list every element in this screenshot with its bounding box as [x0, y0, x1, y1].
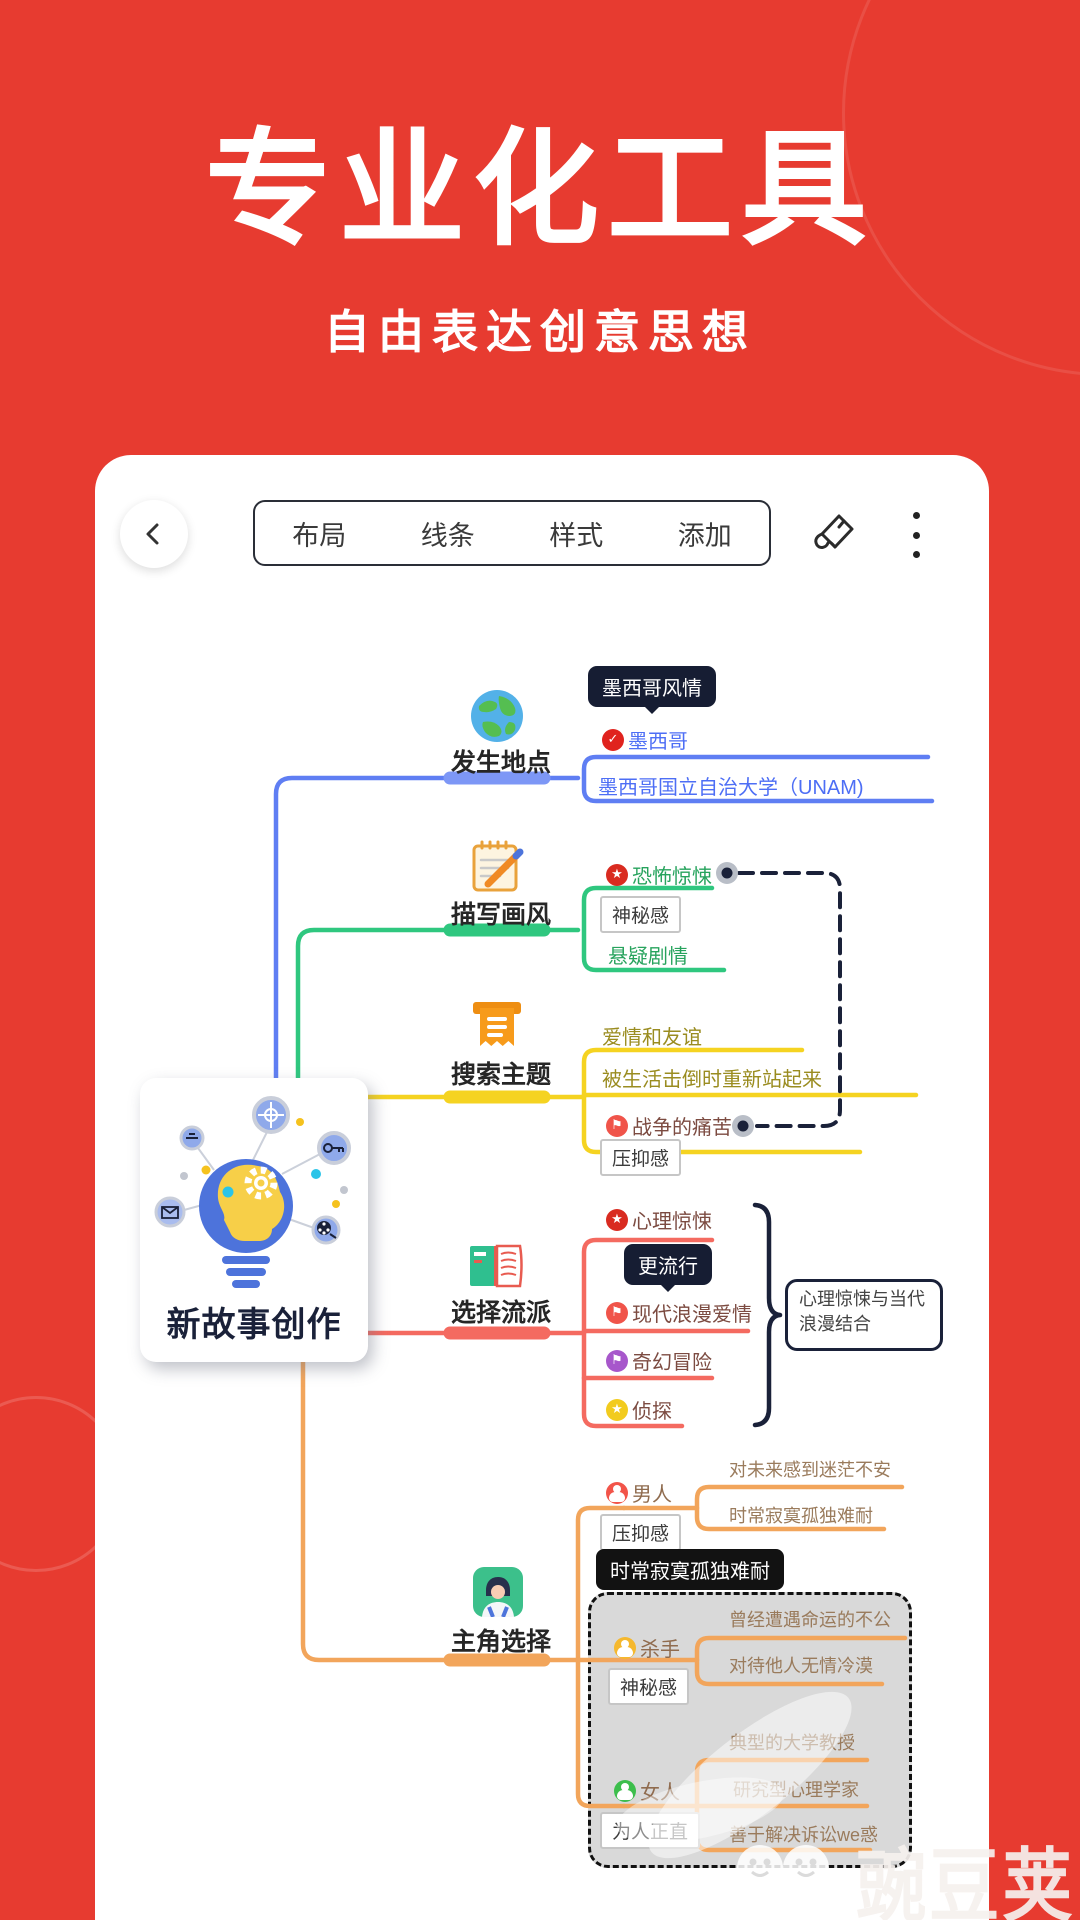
star-circle-icon: ★	[606, 1208, 628, 1231]
node-country[interactable]: ✓ 墨西哥	[602, 725, 688, 754]
hero-subtitle: 自由表达创意思想	[324, 306, 756, 358]
node-depression-box[interactable]: 压抑感	[600, 1139, 682, 1176]
branch-label-style[interactable]: 描写画风	[451, 901, 552, 929]
root-topic-label: 新故事创作	[166, 1306, 342, 1344]
node-fantasy-adventure[interactable]: ⚑ 奇幻冒险	[606, 1346, 712, 1375]
avatar-icon	[473, 1567, 523, 1622]
branch-label-theme[interactable]: 搜索主题	[451, 1061, 552, 1089]
node-man[interactable]: 男人	[606, 1478, 672, 1507]
flag-circle-icon: ⚑	[606, 1301, 628, 1324]
killer-trait-1[interactable]: 曾经遭遇命运的不公	[729, 1610, 891, 1630]
editor-tabbar: 布局 线条 样式 添加	[253, 500, 771, 566]
receipt-icon	[471, 998, 523, 1059]
man-depression-box[interactable]: 压抑感	[600, 1514, 682, 1551]
node-suspense-plot[interactable]: 悬疑剧情	[608, 946, 688, 968]
hero-title: 专业化工具	[205, 119, 875, 260]
node-psycho-thriller[interactable]: ★ 心理惊悚	[606, 1205, 712, 1234]
person-circle-icon	[614, 1779, 636, 1802]
node-modern-romance[interactable]: ⚑ 现代浪漫爱情	[606, 1298, 752, 1327]
star-circle-icon: ★	[606, 863, 628, 886]
flag-circle-icon: ⚑	[606, 1349, 628, 1372]
node-horror-label: 恐怖惊悚	[632, 866, 712, 888]
tab-layout[interactable]: 布局	[292, 520, 347, 551]
node-detective-label: 侦探	[632, 1401, 672, 1423]
man-lonely-badge[interactable]: 时常寂寞孤独难耐	[596, 1549, 784, 1590]
woman-trait-2[interactable]: 研究型心理学家	[733, 1780, 859, 1800]
decor-dots	[180, 1118, 348, 1208]
person-circle-icon	[614, 1636, 636, 1659]
woman-trait-1[interactable]: 典型的大学教授	[729, 1733, 855, 1753]
branch-label-genre[interactable]: 选择流派	[451, 1299, 552, 1327]
woman-integrity-box[interactable]: 为人正直	[600, 1812, 701, 1849]
node-fantasy-label: 奇幻冒险	[632, 1352, 712, 1374]
node-love-friendship[interactable]: 爱情和友谊	[602, 1027, 702, 1049]
tab-lines[interactable]: 线条	[420, 520, 475, 551]
node-stand-up-again[interactable]: 被生活击倒时重新站起来	[602, 1069, 822, 1091]
back-button[interactable]	[120, 500, 188, 568]
more-menu-button[interactable]	[908, 512, 924, 558]
node-killer-label: 杀手	[640, 1639, 680, 1661]
node-romance-label: 现代浪漫爱情	[632, 1304, 752, 1326]
chevron-left-icon	[146, 523, 159, 545]
killer-trait-2[interactable]: 对待他人无情冷漠	[729, 1656, 873, 1676]
woman-trait-3[interactable]: 善于解决诉讼we惑	[729, 1825, 879, 1845]
node-killer[interactable]: 杀手	[614, 1633, 680, 1662]
location-badge[interactable]: 墨西哥风情	[588, 666, 716, 707]
paintbrush-icon	[814, 514, 854, 549]
flag-circle-icon: ⚑	[606, 1114, 628, 1137]
satellite-icons	[154, 1096, 351, 1245]
node-mystery-box[interactable]: 神秘感	[600, 896, 682, 933]
theme-brush-button[interactable]	[810, 511, 856, 562]
globe-icon	[469, 688, 525, 749]
node-detective[interactable]: ★ 侦探	[606, 1395, 672, 1424]
tab-add[interactable]: 添加	[677, 520, 732, 551]
tab-style[interactable]: 样式	[549, 520, 604, 551]
man-trait-2[interactable]: 时常寂寞孤独难耐	[729, 1506, 873, 1526]
node-man-label: 男人	[632, 1484, 672, 1506]
open-book-icon	[464, 1236, 528, 1301]
node-woman-label: 女人	[640, 1782, 680, 1804]
person-circle-icon	[606, 1481, 628, 1504]
node-psycho-label: 心理惊悚	[632, 1211, 712, 1233]
root-topic-card[interactable]: 新故事创作	[140, 1078, 368, 1362]
notepad-icon	[466, 836, 526, 901]
node-horror-thriller[interactable]: ★ 恐怖惊悚	[606, 860, 712, 889]
node-university[interactable]: 墨西哥国立自治大学（UNAM)	[598, 777, 864, 799]
node-woman[interactable]: 女人	[614, 1776, 680, 1805]
branch-label-protagonist[interactable]: 主角选择	[451, 1628, 552, 1656]
man-trait-1[interactable]: 对未来感到迷茫不安	[729, 1460, 891, 1480]
branch-label-location[interactable]: 发生地点	[451, 749, 552, 777]
genre-note-box[interactable]: 心理惊悚与当代浪漫结合	[785, 1279, 943, 1351]
star-circle-icon: ★	[606, 1398, 628, 1421]
node-war-label: 战争的痛苦	[632, 1117, 732, 1139]
node-pain-of-war[interactable]: ⚑ 战争的痛苦	[606, 1111, 732, 1140]
check-circle-icon: ✓	[602, 728, 624, 751]
idea-lightbulb-illustration	[154, 1096, 351, 1288]
genre-badge-popular[interactable]: 更流行	[624, 1244, 712, 1285]
killer-mystery-box[interactable]: 神秘感	[608, 1668, 690, 1705]
node-country-label: 墨西哥	[628, 731, 688, 753]
